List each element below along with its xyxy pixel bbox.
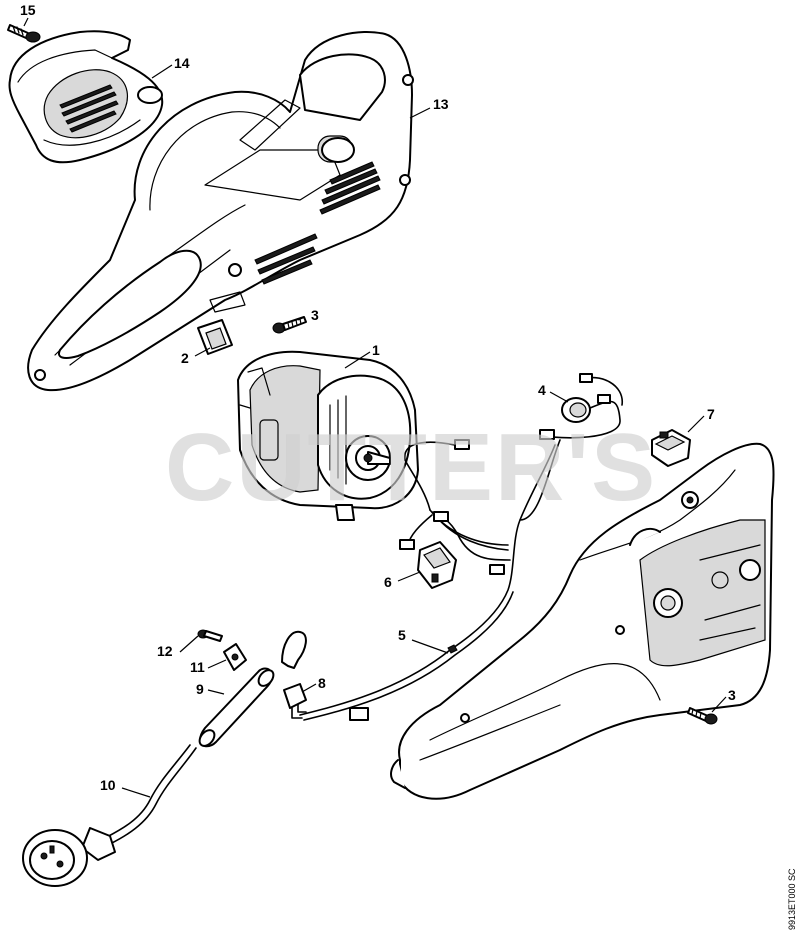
part-5-wiring-harness [299,429,561,721]
part-11-clip [223,643,247,671]
part-4-capacitor [539,373,623,439]
part-15-screw [7,24,41,43]
part-10-power-cord [22,744,197,887]
callout-15: 15 [20,2,36,18]
part-3-screw-lower [687,707,718,725]
callout-12: 12 [157,643,173,659]
part-8-terminal [283,683,307,719]
part-13-housing-shell [27,31,414,392]
part-9-cable-sleeve [198,630,307,748]
callout-1: 1 [372,342,380,358]
callout-7: 7 [707,406,715,422]
callout-2: 2 [181,350,189,366]
part-1-motor [237,350,419,521]
callout-13: 13 [433,96,449,112]
callout-9: 9 [196,681,204,697]
diagram-code: 9913ET000 SC [787,868,797,930]
cover-ribs [59,84,119,133]
callout-3-upper: 3 [311,307,319,323]
callout-3-lower: 3 [728,687,736,703]
callout-5: 5 [398,627,406,643]
part-12-screw [197,629,223,642]
callout-11: 11 [190,659,205,675]
callout-10: 10 [100,777,116,793]
callout-6: 6 [384,574,392,590]
part-2-bracket [197,319,233,355]
part-3-screw-upper [272,316,307,334]
part-14-front-cover [8,30,164,164]
part-right-housing-half [390,442,775,800]
callout-labels: 15 14 13 3 2 1 4 7 6 5 12 11 8 9 3 10 [20,2,736,793]
part-6-switch [417,541,457,589]
watermark-text: CUTTER'S [165,414,657,521]
callout-8: 8 [318,675,326,691]
callout-4: 4 [538,382,546,398]
leader-lines [23,17,727,798]
part-7-switch-block [651,429,691,467]
housing-vent-slots [254,161,381,285]
callout-14: 14 [174,55,190,71]
